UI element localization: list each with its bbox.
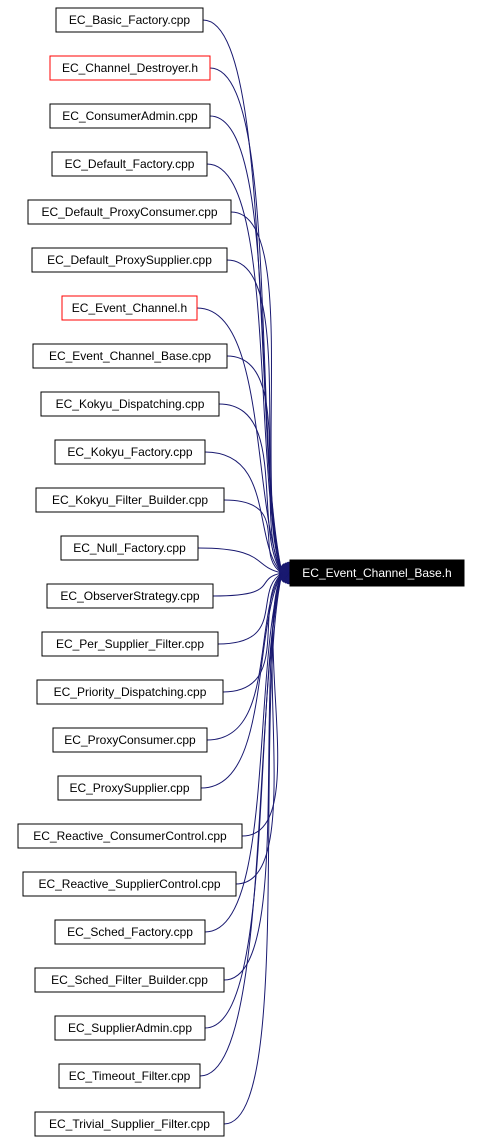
source-node-box — [34, 1111, 225, 1137]
source-node-ec-consumeradmin-cpp[interactable]: EC_ConsumerAdmin.cpp — [49, 103, 211, 129]
source-node-box — [41, 631, 219, 657]
source-node-box — [54, 919, 206, 945]
source-node-label: EC_Basic_Factory.cpp — [69, 13, 190, 27]
edge-ec-default-proxysupplier-cpp — [226, 259, 283, 574]
source-node-box — [27, 199, 232, 225]
source-node-label: EC_ConsumerAdmin.cpp — [62, 109, 198, 123]
edge-ec-kokyu-filter-builder-cpp — [223, 499, 283, 574]
source-node-box — [49, 103, 211, 129]
source-node-box — [54, 1015, 206, 1041]
source-node-ec-trivial-supplier-filter-cpp[interactable]: EC_Trivial_Supplier_Filter.cpp — [34, 1111, 225, 1137]
source-node-ec-default-factory-cpp[interactable]: EC_Default_Factory.cpp — [51, 151, 208, 177]
edge-ec-per-supplier-filter-cpp — [217, 572, 283, 645]
edges-layer — [196, 19, 293, 1125]
source-node-ec-event-channel-h[interactable]: EC_Event_Channel.h — [61, 295, 198, 321]
source-node-ec-priority-dispatching-cpp[interactable]: EC_Priority_Dispatching.cpp — [36, 679, 224, 705]
source-node-box — [58, 1063, 201, 1089]
nodes-layer: EC_Basic_Factory.cppEC_Channel_Destroyer… — [17, 7, 243, 1137]
source-node-ec-timeout-filter-cpp[interactable]: EC_Timeout_Filter.cpp — [58, 1063, 201, 1089]
source-node-label: EC_Sched_Filter_Builder.cpp — [51, 973, 208, 987]
source-node-box — [46, 583, 214, 609]
edge-ec-proxysupplier-cpp — [200, 572, 283, 789]
source-node-box — [60, 535, 199, 561]
source-node-ec-kokyu-factory-cpp[interactable]: EC_Kokyu_Factory.cpp — [54, 439, 206, 465]
source-node-box — [17, 823, 243, 849]
source-node-ec-per-supplier-filter-cpp[interactable]: EC_Per_Supplier_Filter.cpp — [41, 631, 219, 657]
source-node-box — [54, 439, 206, 465]
source-node-box — [52, 727, 208, 753]
source-node-label: EC_Trivial_Supplier_Filter.cpp — [49, 1117, 210, 1131]
source-node-ec-null-factory-cpp[interactable]: EC_Null_Factory.cpp — [60, 535, 199, 561]
source-node-label: EC_Kokyu_Dispatching.cpp — [56, 397, 205, 411]
edge-ec-default-proxyconsumer-cpp — [230, 211, 283, 574]
source-node-label: EC_Null_Factory.cpp — [73, 541, 186, 555]
source-node-box — [34, 967, 225, 993]
source-node-ec-channel-destroyer-h[interactable]: EC_Channel_Destroyer.h — [49, 55, 211, 81]
source-node-label: EC_Event_Channel.h — [72, 301, 187, 315]
source-node-label: EC_Channel_Destroyer.h — [62, 61, 198, 75]
source-node-ec-kokyu-filter-builder-cpp[interactable]: EC_Kokyu_Filter_Builder.cpp — [35, 487, 225, 513]
source-node-label: EC_Default_ProxyConsumer.cpp — [41, 205, 217, 219]
edge-ec-priority-dispatching-cpp — [222, 572, 283, 693]
source-node-box — [57, 775, 202, 801]
source-node-label: EC_SupplierAdmin.cpp — [68, 1021, 192, 1035]
source-node-label: EC_Sched_Factory.cpp — [67, 925, 193, 939]
source-node-ec-event-channel-base-cpp[interactable]: EC_Event_Channel_Base.cpp — [32, 343, 228, 369]
source-node-label: EC_Default_Factory.cpp — [65, 157, 195, 171]
source-node-ec-observerstrategy-cpp[interactable]: EC_ObserverStrategy.cpp — [46, 583, 214, 609]
source-node-box — [35, 487, 225, 513]
target-node-event-channel-base-h[interactable]: EC_Event_Channel_Base.h — [289, 559, 465, 587]
edge-ec-trivial-supplier-filter-cpp — [223, 572, 283, 1125]
source-node-ec-default-proxyconsumer-cpp[interactable]: EC_Default_ProxyConsumer.cpp — [27, 199, 232, 225]
source-node-ec-reactive-suppliercontrol-cpp[interactable]: EC_Reactive_SupplierControl.cpp — [22, 871, 237, 897]
source-node-label: EC_Timeout_Filter.cpp — [69, 1069, 191, 1083]
source-node-label: EC_ProxyConsumer.cpp — [64, 733, 196, 747]
edge-ec-kokyu-factory-cpp — [204, 451, 283, 574]
edge-ec-sched-factory-cpp — [204, 572, 283, 933]
source-node-ec-supplieradmin-cpp[interactable]: EC_SupplierAdmin.cpp — [54, 1015, 206, 1041]
source-node-ec-proxysupplier-cpp[interactable]: EC_ProxySupplier.cpp — [57, 775, 202, 801]
source-node-box — [61, 295, 198, 321]
edge-ec-proxyconsumer-cpp — [206, 572, 283, 741]
edge-ec-reactive-suppliercontrol-cpp — [235, 572, 283, 885]
source-node-label: EC_Reactive_ConsumerControl.cpp — [33, 829, 227, 843]
target-node-box — [289, 559, 465, 587]
source-node-label: EC_ProxySupplier.cpp — [69, 781, 189, 795]
source-node-ec-proxyconsumer-cpp[interactable]: EC_ProxyConsumer.cpp — [52, 727, 208, 753]
source-node-label: EC_Priority_Dispatching.cpp — [54, 685, 207, 699]
source-node-ec-reactive-consumercontrol-cpp[interactable]: EC_Reactive_ConsumerControl.cpp — [17, 823, 243, 849]
source-node-box — [36, 679, 224, 705]
source-node-box — [32, 343, 228, 369]
source-node-ec-sched-factory-cpp[interactable]: EC_Sched_Factory.cpp — [54, 919, 206, 945]
edge-ec-event-channel-base-cpp — [226, 355, 283, 574]
edge-ec-timeout-filter-cpp — [199, 572, 283, 1077]
source-node-box — [40, 391, 220, 417]
source-node-label: EC_Kokyu_Filter_Builder.cpp — [52, 493, 208, 507]
edge-ec-null-factory-cpp — [197, 547, 283, 574]
edge-ec-kokyu-dispatching-cpp — [218, 403, 283, 574]
source-node-label: EC_Event_Channel_Base.cpp — [49, 349, 211, 363]
source-node-ec-basic-factory-cpp[interactable]: EC_Basic_Factory.cpp — [55, 7, 204, 33]
source-node-label: EC_Reactive_SupplierControl.cpp — [38, 877, 220, 891]
source-node-label: EC_Kokyu_Factory.cpp — [67, 445, 192, 459]
source-node-ec-sched-filter-builder-cpp[interactable]: EC_Sched_Filter_Builder.cpp — [34, 967, 225, 993]
source-node-box — [31, 247, 228, 273]
source-node-box — [22, 871, 237, 897]
source-node-label: EC_Per_Supplier_Filter.cpp — [56, 637, 204, 651]
source-node-box — [51, 151, 208, 177]
source-node-ec-default-proxysupplier-cpp[interactable]: EC_Default_ProxySupplier.cpp — [31, 247, 228, 273]
target-node-label: EC_Event_Channel_Base.h — [302, 566, 451, 580]
edge-ec-observerstrategy-cpp — [212, 572, 283, 597]
source-node-label: EC_ObserverStrategy.cpp — [60, 589, 199, 603]
source-node-box — [49, 55, 211, 81]
source-node-ec-kokyu-dispatching-cpp[interactable]: EC_Kokyu_Dispatching.cpp — [40, 391, 220, 417]
source-node-box — [55, 7, 204, 33]
source-node-label: EC_Default_ProxySupplier.cpp — [47, 253, 212, 267]
